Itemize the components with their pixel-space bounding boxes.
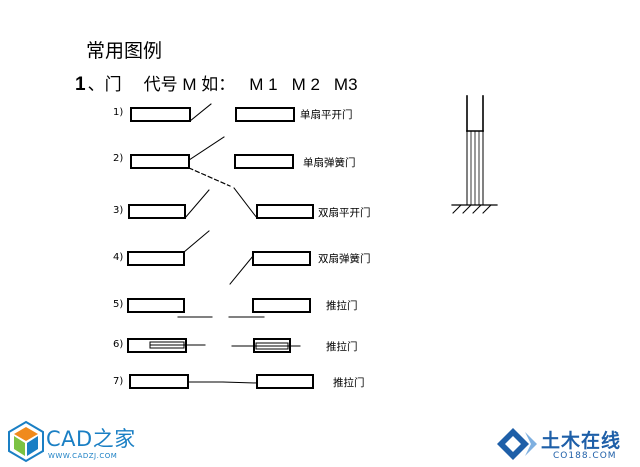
- symbol-single-swing-door: [130, 103, 295, 122]
- code-m2: M 2: [291, 75, 320, 94]
- symbol-double-swing-door: [128, 187, 314, 219]
- row-desc-1: 单扇平开门: [300, 109, 353, 121]
- symbol-sliding-door-track: [129, 374, 314, 389]
- symbol-sliding-door-pocket: [127, 298, 311, 318]
- cadzj-logo-url: WWW.CADZJ.COM: [48, 452, 118, 460]
- co188-logo: 土木在线 CO188.COM: [495, 424, 635, 464]
- page-title: 常用图例: [86, 40, 163, 62]
- symbol-single-spring-door: [130, 136, 294, 187]
- code-label: 代号: [143, 75, 178, 94]
- co188-logo-url: CO188.COM: [553, 451, 617, 461]
- row-label-4: 4): [113, 252, 124, 263]
- row-label-6: 6): [113, 339, 124, 350]
- code-m3: M3: [333, 75, 358, 94]
- row-label-3: 3): [113, 205, 124, 216]
- cadzj-logo-name: CAD之家: [46, 427, 136, 451]
- row-desc-3: 双扇平开门: [318, 207, 371, 219]
- section-number: 1: [75, 74, 86, 95]
- row-label-7: 7): [113, 376, 124, 387]
- row-desc-7: 推拉门: [333, 377, 365, 389]
- symbol-sliding-door-surface: [127, 338, 301, 353]
- section-text: 、门: [87, 75, 122, 94]
- row-label-5: 5): [113, 299, 124, 310]
- row-desc-6: 推拉门: [326, 341, 358, 353]
- example-label: 如：: [201, 75, 236, 94]
- code-letter: M: [182, 75, 197, 94]
- section-heading: 1、门 代号 M 如： M 1 M 2 M3: [75, 70, 358, 96]
- row-label-1: 1): [113, 107, 124, 118]
- cadzj-logo: CAD之家 WWW.CADZJ.COM: [6, 419, 146, 463]
- symbol-double-spring-door: [127, 230, 311, 285]
- co188-logo-icon: [497, 428, 537, 460]
- elevation-sketch: [451, 95, 498, 214]
- code-m1: M 1: [249, 75, 278, 94]
- cadzj-logo-icon: [8, 420, 44, 463]
- row-label-2: 2): [113, 153, 124, 164]
- row-desc-5: 推拉门: [326, 300, 358, 312]
- co188-logo-name: 土木在线: [541, 430, 622, 452]
- row-desc-4: 双扇弹簧门: [318, 253, 371, 265]
- row-desc-2: 单扇弹簧门: [303, 157, 356, 169]
